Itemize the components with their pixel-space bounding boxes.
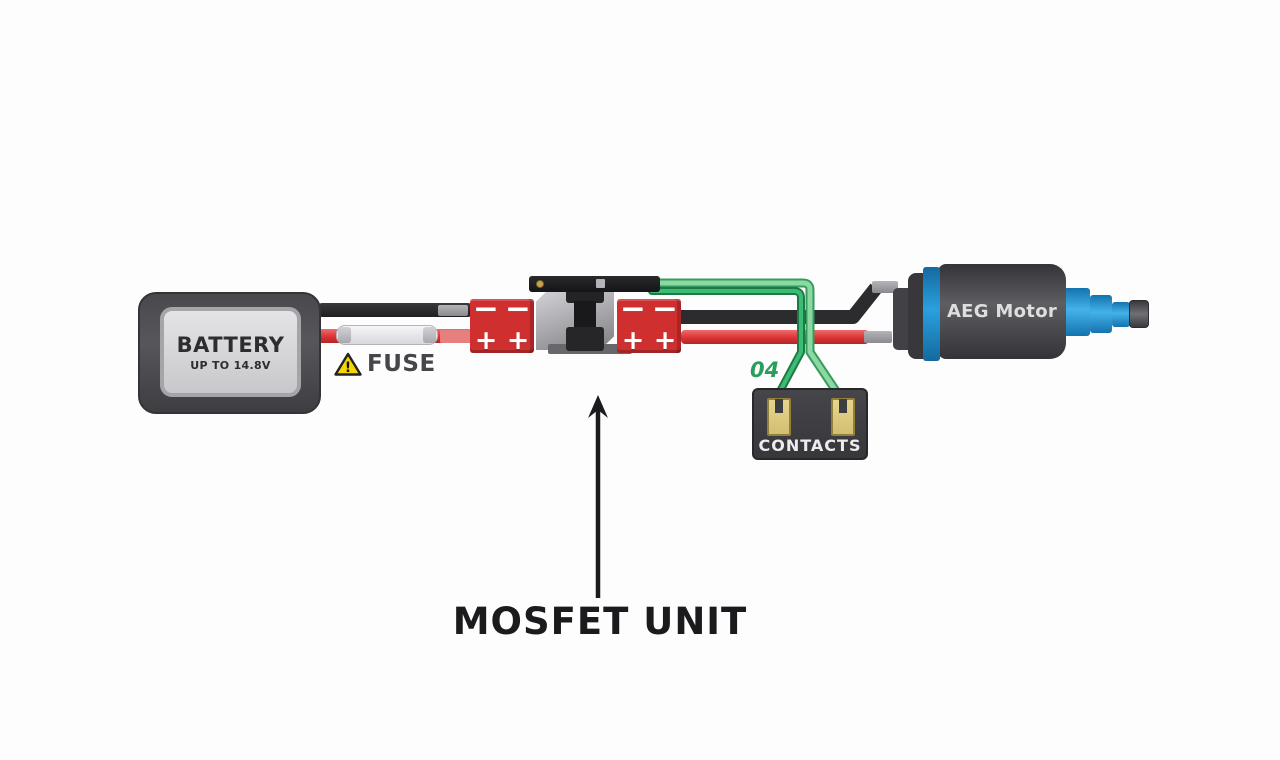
connector-left: − − + + [470,294,534,356]
wire-ferrule [864,331,892,343]
battery: BATTERY UP TO 14.8V [138,292,321,414]
motor-shaft [1112,302,1130,327]
solder-pad [596,279,605,288]
minus-terminal-symbol: − [652,291,678,327]
motor-label: AEG Motor [946,301,1058,322]
fuse-callout: ! FUSE [334,351,436,377]
warning-triangle-icon: ! [334,352,362,376]
motor-negative-wire [674,283,882,324]
connector-right: − − + + [617,294,681,356]
contacts-label: CONTACTS [758,436,862,455]
fuse-label: FUSE [367,351,436,377]
minus-terminal-symbol: − [620,291,646,327]
motor: AEG Motor [938,264,1066,359]
battery-negative-wire [318,303,472,317]
plus-terminal-symbol: + [621,325,645,356]
contacts-tag: 04 [750,358,780,382]
contact-notch [839,399,847,413]
plus-terminal-symbol: + [506,325,530,356]
minus-terminal-symbol: − [505,291,531,327]
battery-voltage-label: UP TO 14.8V [190,358,271,372]
mosfet-pcb-bar [529,276,660,292]
mosfet-transistor-body [574,301,596,329]
fuse-end-cap [423,327,436,343]
battery-label-plate: BATTERY UP TO 14.8V [160,307,301,397]
plus-terminal-symbol: + [474,325,498,356]
warning-exclamation-glyph: ! [345,360,351,376]
motor-shaft-collar [1064,288,1090,336]
callout-arrowhead [588,395,608,418]
motor-shaft-step [1090,295,1112,333]
wire-sleeve [440,330,470,343]
minus-terminal-symbol: − [473,291,499,327]
plus-terminal-symbol: + [653,325,677,356]
inline-fuse [336,325,438,345]
wire-ferrule [438,305,468,316]
contact-blade [767,398,791,436]
contact-blade [831,398,855,436]
battery-label: BATTERY [176,332,285,357]
mosfet-transistor-base [566,327,604,351]
motor-positive-wire [681,330,869,344]
motor-pinion-gear [1129,300,1149,328]
trigger-contacts: CONTACTS [752,388,868,460]
screw-icon [536,280,544,288]
fuse-end-cap [338,327,351,343]
mosfet-callout-label: MOSFET UNIT [452,600,748,643]
motor-blue-ring [923,267,940,361]
contact-notch [775,399,783,413]
